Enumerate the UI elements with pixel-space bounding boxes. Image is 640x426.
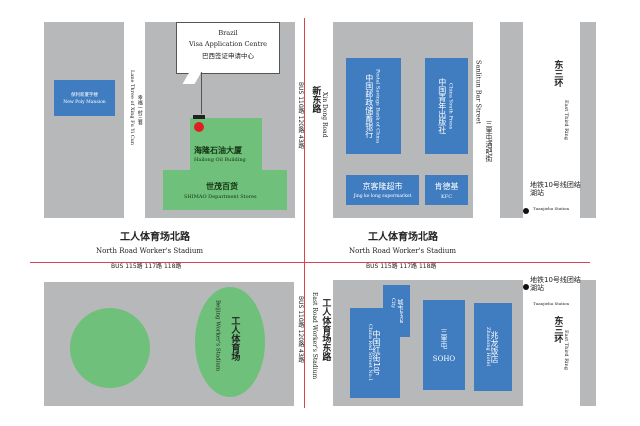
shimao-en: SHIMAO Department Stores [184,194,257,200]
youth-en: China Youth Press [447,82,454,130]
building-sanlitun-soho: 三里屯 SOHO [423,300,465,390]
hailong-zh: 海隆石油大厦 [194,146,242,155]
metro-dot-bottom [523,284,529,290]
block-northwest-left [44,22,124,218]
east-road-zh: 工人体育场东路 [320,298,331,361]
zhaolong-en: Zhaolong Hotel [484,327,491,367]
sanlitun-en: Sanlitun Bar Street [474,60,483,125]
east-road-en: East Road Worker's Stadium [310,292,318,380]
xindong-en: Xin Dong Road [320,92,328,138]
post-en: Postal Savings Bank of China [374,68,381,144]
stadium-en: Beijing Worker's Stadium [214,300,221,372]
bus-north-left: BUS 115路 117路 118路 [111,263,182,270]
visa-centre-marker [194,122,204,132]
lane-label-zh: 幸福一村三巷 [136,95,143,125]
shimao-zh: 世茂百货 [206,182,238,191]
callout-line-3: 巴西签证申请中心 [202,51,254,60]
building-jingkelong-supermarket: 京客隆超市 Jing ke long supermarket [346,175,419,205]
redstreet-en: China Red Street No.1 [366,324,373,382]
north-road-zh-right: 工人体育场北路 [368,232,438,243]
metro-zh-bottom: 地铁10号线团结湖站 [530,276,581,293]
north-road-en-right: North Road Worker's Stadium [349,247,456,255]
jingkelong-en: Jing ke long supermarket [353,194,412,199]
building-china-youth-press: 中国青年出版社 China Youth Press [425,58,468,154]
hailong-en: Hailong Oil Building [194,157,246,163]
redstreet-zh: 中国红街1号 [371,330,381,376]
east-ring-en-top: East Third Ring [562,100,569,140]
new-poly-en: New Poly Mansion [63,99,106,105]
callout-line-2: Visa Application Centre [188,40,268,49]
soho-en: SOHO [432,354,456,363]
road-centerline-vertical [304,18,305,408]
hailong-topbar [193,115,205,119]
metro-en-bottom: Tuanjiehu Station [533,301,570,306]
sanlitun-zh: 三里屯酒吧街 [485,120,494,162]
lane-label-en: Lane Three of Xing Fu Yi Cun [128,70,135,146]
east-ring-zh-top: 东三环 [552,60,563,87]
youth-zh: 中国青年出版社 [437,78,447,134]
block-northeast-right [500,22,523,218]
bus-north-right: BUS 115路 117路 118路 [366,263,437,270]
kfc-en: KFC [440,193,453,200]
bus-east: BUS 110路 120路 43路 [296,296,304,363]
bus-xindong: BUS 110路 120路 43路 [296,82,304,149]
north-road-en-left: North Road Worker's Stadium [96,247,203,255]
callout-line-1: Brazil [218,29,238,37]
building-new-poly-mansion: 保利新厦宇楼 New Poly Mansion [54,80,115,116]
green-circle-park [70,308,150,388]
block-east-ring-bottom [580,280,596,406]
zhaolong-zh: 兆龙饭店 [489,331,499,363]
stadium-zh: 工人体育场 [229,316,240,361]
east-ring-en-bottom: East Third Ring [562,330,569,370]
visa-centre-callout: Brazil Visa Application Centre 巴西签证申请中心 [176,22,280,74]
post-zh: 中国邮政储蓄银行 [364,74,374,138]
building-china-red-street: China Red Street No.1 中国红街1号 [350,308,400,398]
building-kfc: 肯德基 KFC [425,175,468,205]
north-road-zh-left: 工人体育场北路 [120,232,190,243]
building-zhaolong-hotel: Zhaolong Hotel 兆龙饭店 [474,303,512,391]
kfc-zh: 肯德基 [434,181,459,191]
callout-pointer-edge [201,72,202,114]
metro-dot-top [523,208,529,214]
soho-zh: 三里屯 [440,327,448,349]
block-east-ring-top [580,22,596,218]
worker-stadium [195,287,265,397]
metro-en-top: Tuanjiehu Station [533,206,570,211]
building-postal-savings-bank: 中国邮政储蓄银行 Postal Savings Bank of China [346,58,401,154]
xindong-zh: 新东路 [310,86,321,113]
road-centerline-horizontal [30,262,590,263]
new-poly-zh: 保利新厦宇楼 [71,92,98,98]
building-shimao-stores [163,170,287,210]
metro-zh-top: 地铁10号线团结湖站 [530,181,581,198]
jingkelong-zh: 京客隆超市 [362,182,403,191]
east-ring-zh-bottom: 东三环 [552,316,563,343]
